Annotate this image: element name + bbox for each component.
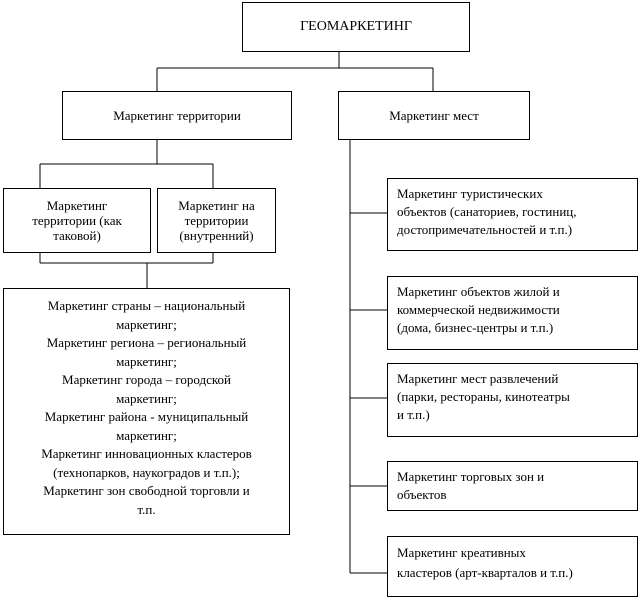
entertainment-line: и т.п.): [397, 407, 430, 422]
territory-types-line: (технопарков, наукоградов и т.п.);: [53, 464, 240, 480]
territory-as-such-line: Маркетинг: [46, 198, 108, 213]
tourist-objects-line: объектов (санаториев, гостиниц,: [397, 204, 577, 219]
tourist-objects-box: Маркетинг туристических объектов (санато…: [387, 178, 638, 251]
territory-as-such-box: Маркетинг территории (как таковой): [3, 188, 151, 253]
territory-internal-box: Маркетинг на территории (внутренний): [157, 188, 276, 253]
territory-internal-line: (внутренний): [179, 228, 254, 243]
territory-types-list-box: Маркетинг страны – национальный маркетин…: [3, 288, 290, 535]
places-marketing-label: Маркетинг мест: [389, 107, 479, 123]
entertainment-line: (парки, рестораны, кинотеатры: [397, 389, 570, 404]
territory-types-line: маркетинг;: [116, 316, 177, 332]
real-estate-line: (дома, бизнес-центры и т.п.): [397, 320, 554, 335]
trade-zones-line: объектов: [397, 487, 447, 502]
real-estate-line: коммерческой недвижимости: [397, 302, 560, 317]
territory-types-line: Маркетинг региона – региональный: [46, 335, 247, 350]
territory-marketing-label: Маркетинг территории: [113, 107, 241, 123]
tourist-objects-line: Маркетинг туристических: [397, 186, 543, 201]
creative-clusters-line: Маркетинг креативных: [397, 545, 526, 560]
trade-zones-box: Маркетинг торговых зон и объектов: [387, 461, 638, 511]
real-estate-box: Маркетинг объектов жилой и коммерческой …: [387, 276, 638, 350]
territory-types-line: Маркетинг города – городской: [62, 372, 231, 387]
territory-marketing-box: Маркетинг территории: [62, 91, 292, 140]
territory-types-line: маркетинг;: [116, 427, 177, 443]
territory-as-such-line: территории (как: [32, 213, 122, 228]
territory-as-such-line: таковой): [53, 228, 101, 243]
real-estate-line: Маркетинг объектов жилой и: [397, 284, 560, 299]
creative-clusters-box: Маркетинг креативных кластеров (арт-квар…: [387, 536, 638, 597]
creative-clusters-line: кластеров (арт-кварталов и т.п.): [397, 565, 573, 580]
territory-types-line: маркетинг;: [116, 390, 177, 406]
entertainment-box: Маркетинг мест развлечений (парки, ресто…: [387, 363, 638, 437]
tourist-objects-line: достопримечательностей и т.п.): [397, 222, 573, 237]
territory-types-line: Маркетинг страны – национальный: [47, 298, 246, 313]
entertainment-line: Маркетинг мест развлечений: [397, 371, 559, 386]
root-title: ГЕОМАРКЕТИНГ: [300, 19, 412, 34]
territory-types-line: Маркетинг инновационных кластеров: [41, 446, 252, 461]
territory-types-line: Маркетинг района - муниципальный: [44, 409, 249, 424]
root-box: ГЕОМАРКЕТИНГ: [242, 2, 470, 52]
places-marketing-box: Маркетинг мест: [338, 91, 530, 140]
territory-types-line: т.п.: [137, 501, 156, 517]
territory-types-line: Маркетинг зон свободной торговли и: [43, 483, 250, 498]
territory-internal-line: Маркетинг на: [178, 198, 255, 213]
territory-types-line: маркетинг;: [116, 353, 177, 369]
territory-internal-line: территории: [184, 213, 249, 228]
trade-zones-line: Маркетинг торговых зон и: [397, 469, 545, 484]
